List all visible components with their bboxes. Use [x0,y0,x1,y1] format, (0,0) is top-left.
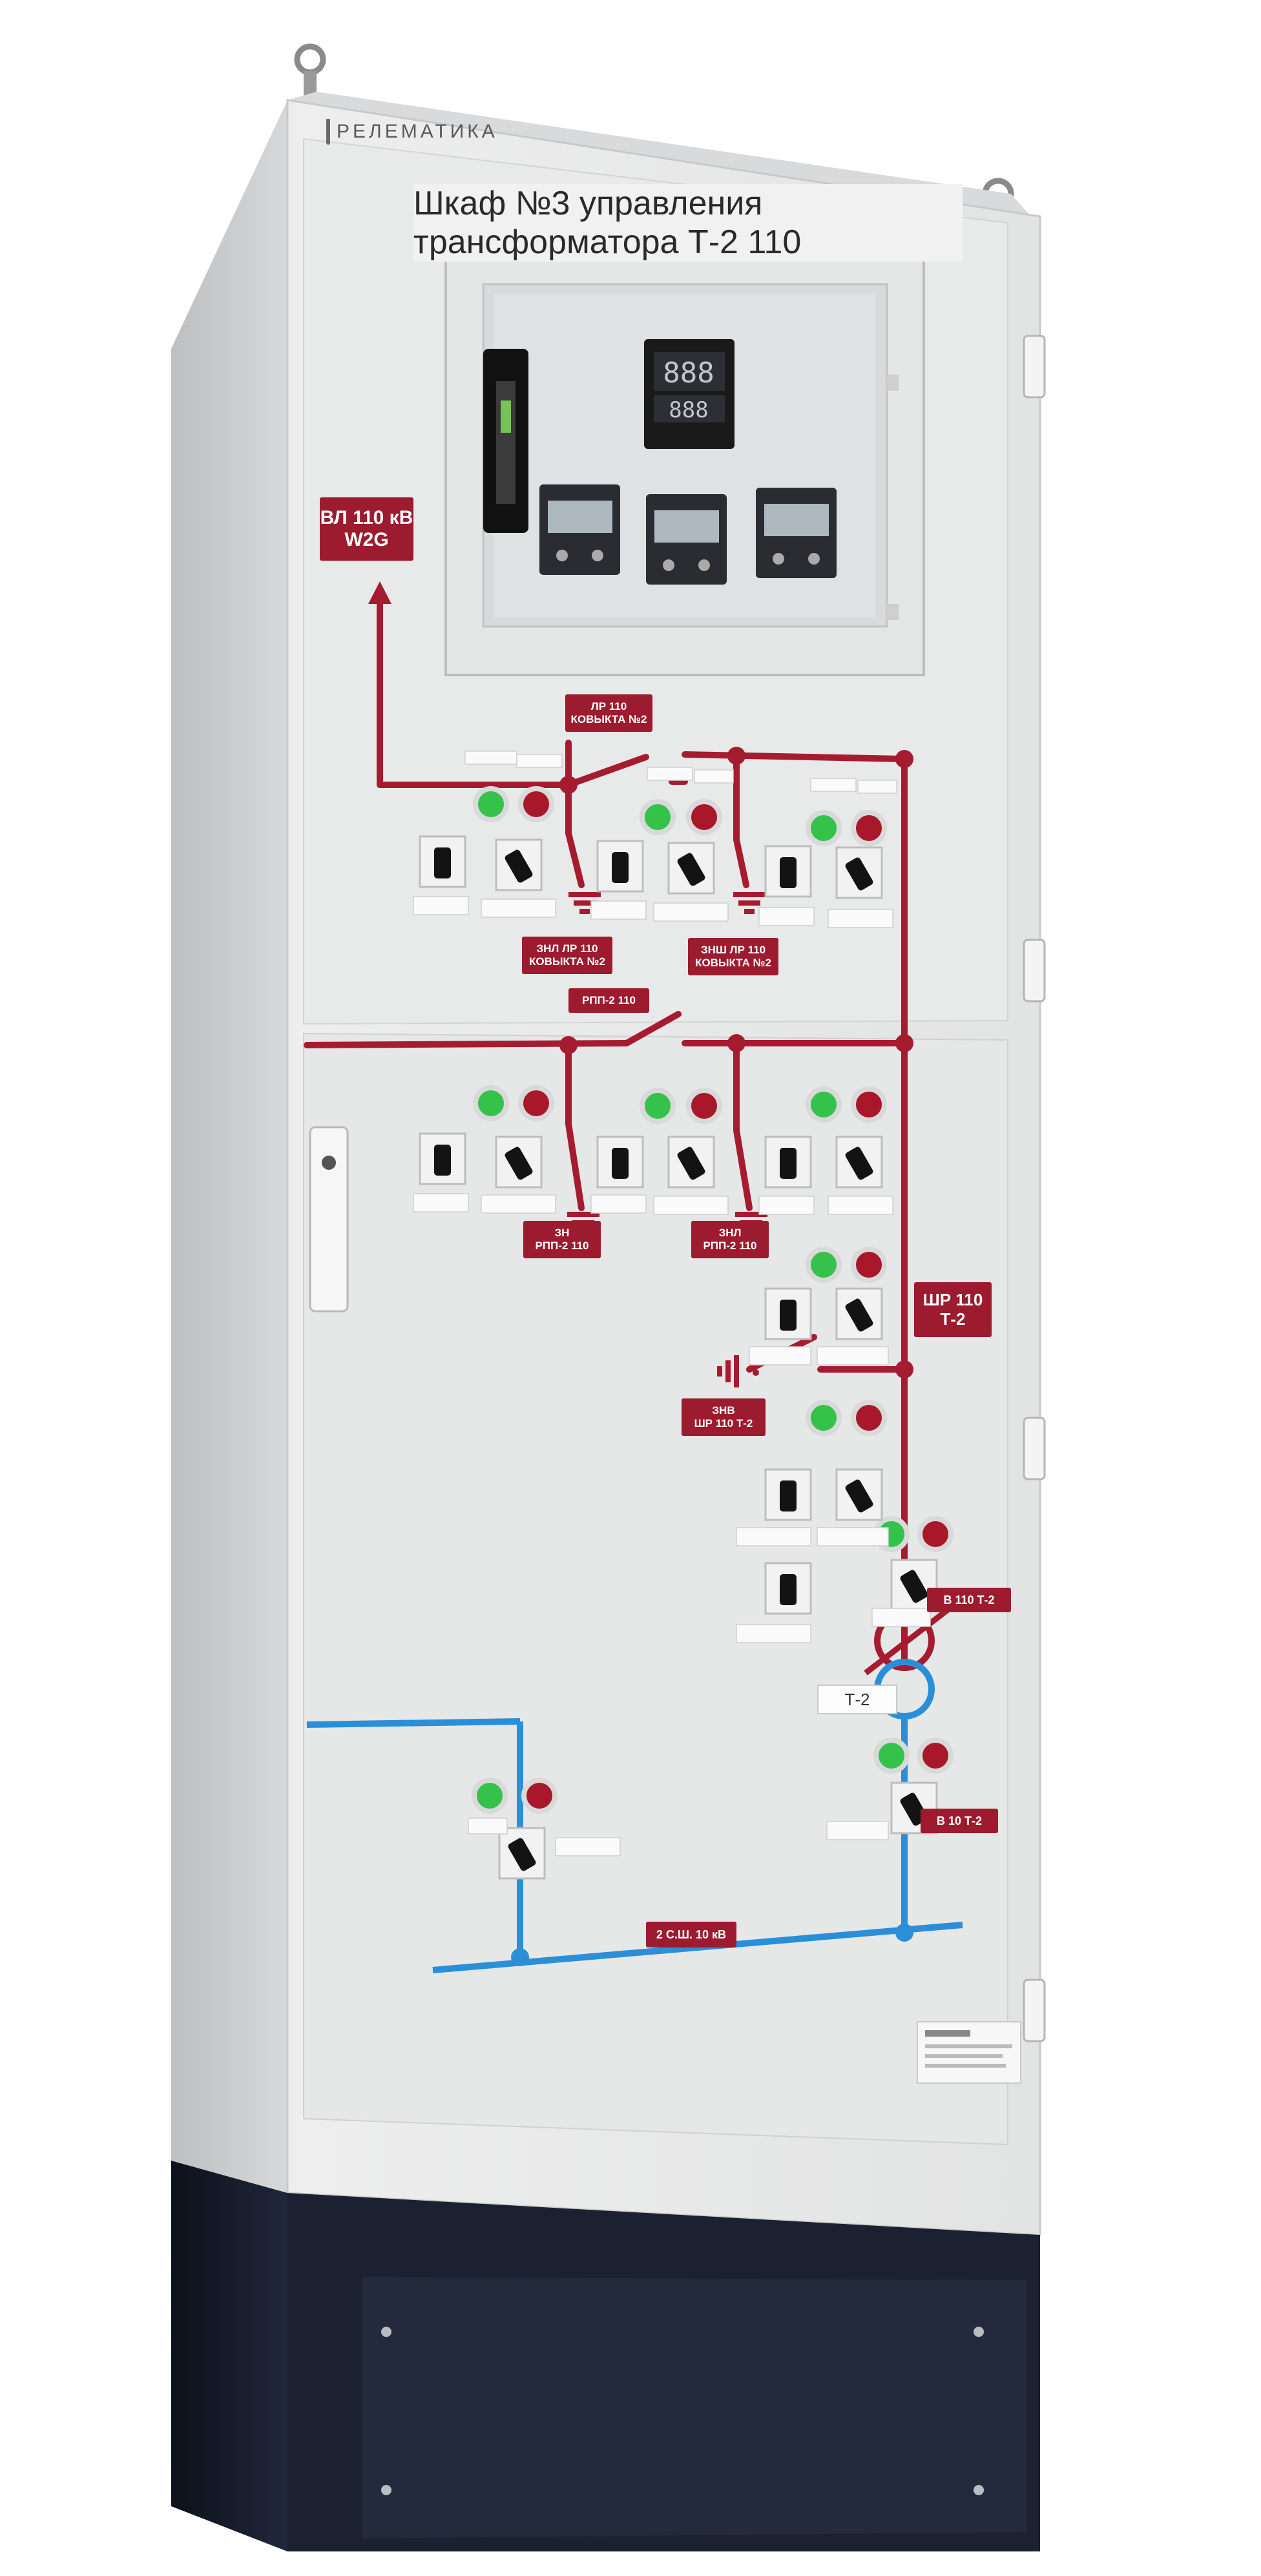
brand-logo: РЕЛЕМАТИКА [326,116,495,147]
cabinet-title-plate: Шкаф №3 управления трансформатора Т-2 11… [413,184,963,262]
transformer-plate: Т-2 [817,1685,897,1714]
plinth-side [171,2161,287,2551]
tag-rpp-110: РПП-2 110 [568,988,649,1013]
door-handle-icon[interactable] [309,1126,349,1313]
label-strips [413,751,931,1856]
door-hinge-icon [1023,939,1046,1002]
digital-meter-icon: 888 888 [644,339,735,449]
tag-v110: В 110 Т-2 [927,1588,1011,1612]
indicator-lamps [472,786,954,1814]
tag-znv: ЗНВ ШР 110 Т-2 [682,1398,766,1436]
tag-bus-10kv: 2 С.Ш. 10 кВ [646,1922,736,1948]
tag-lr-110: ЛР 110 КОВЫКТА №2 [565,694,652,732]
digital-meter-icon [756,488,837,578]
door-hinge-icon [1023,335,1046,399]
nameplate [917,2021,1021,2084]
tag-znsh-lr: ЗНШ ЛР 110 КОВЫКТА №2 [688,938,778,975]
tag-znl-lr: ЗНЛ ЛР 110 КОВЫКТА №2 [522,937,612,974]
digital-meter-icon [539,484,620,575]
window-latch-icon[interactable] [483,349,528,533]
mimic-diagram-110kv [304,581,908,1663]
tag-znl-rpp: ЗНЛ РПП-2 110 [691,1221,769,1258]
brand-name: РЕЛЕМАТИКА [337,121,498,142]
svg-text:888: 888 [669,397,708,423]
lifting-eye-icon [294,43,326,97]
tag-vl-110: ВЛ 110 кВ W2G [320,497,413,561]
svg-text:888: 888 [663,357,714,390]
ground-symbol-icon [733,892,766,914]
cabinet-side-panel [171,100,287,2193]
rotary-switches[interactable] [419,835,938,1880]
lower-door [303,1032,1008,2146]
door-hinge-icon [1023,1417,1046,1480]
door-hinge-icon [1023,1979,1046,2042]
brand-mark-icon [326,119,330,145]
tag-shr-110: ШР 110 Т-2 [914,1282,992,1337]
ground-symbol-icon [717,1355,739,1387]
tag-zn-rpp: ЗН РПП-2 110 [523,1221,601,1258]
cabinet-title: Шкаф №3 управления трансформатора Т-2 11… [413,185,802,261]
digital-meter-icon [646,494,727,585]
tag-v10: В 10 Т-2 [921,1809,998,1833]
